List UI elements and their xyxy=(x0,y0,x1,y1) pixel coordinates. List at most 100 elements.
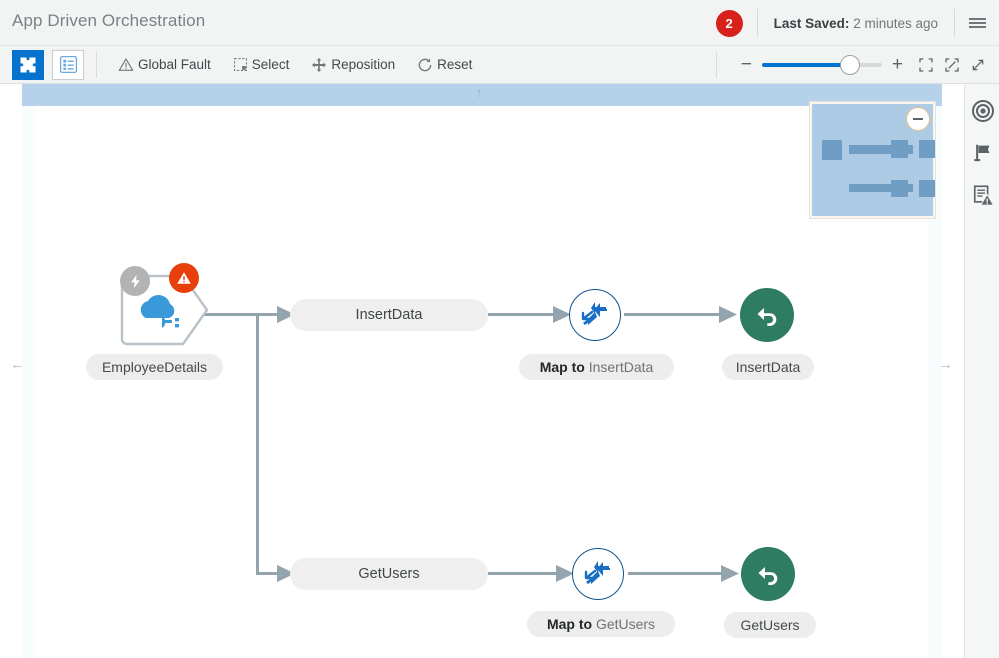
connector-line xyxy=(488,313,563,316)
divider xyxy=(715,51,717,78)
page-title: App Driven Orchestration xyxy=(12,11,206,30)
canvas-top-band xyxy=(22,84,942,106)
warning-triangle-badge-icon[interactable] xyxy=(169,263,199,293)
scroll-left-arrow-icon[interactable]: ← xyxy=(10,356,25,373)
map-converging-arrows-icon xyxy=(584,561,610,585)
zoom-slider-handle[interactable] xyxy=(839,54,860,75)
minimap-node xyxy=(919,140,935,158)
trigger-node[interactable] xyxy=(118,263,218,350)
zoom-slider[interactable] xyxy=(761,54,882,75)
target-icon xyxy=(971,100,994,122)
fit-screen-icon xyxy=(919,57,933,72)
minimap-node xyxy=(919,180,935,197)
hamburger-line xyxy=(968,22,986,24)
map-converging-arrows-icon xyxy=(581,302,607,326)
scroll-right-arrow-icon[interactable]: → xyxy=(938,356,953,373)
return-arrow-icon xyxy=(758,567,778,585)
hamburger-line xyxy=(968,17,986,20)
connector-line xyxy=(488,572,566,575)
select-label: Select xyxy=(251,57,290,72)
hamburger-menu-icon[interactable] xyxy=(955,0,999,46)
return-arrow-icon xyxy=(757,308,777,326)
connector-line xyxy=(196,313,286,316)
canvas-right-gutter xyxy=(942,84,964,658)
flag-icon xyxy=(973,144,989,162)
zoom-in-button[interactable]: + xyxy=(891,54,903,75)
document-warning-icon xyxy=(973,185,994,206)
map-label-target: GetUsers xyxy=(595,616,656,632)
header-right-group: 2 Last Saved: 2 minutes ago xyxy=(715,0,999,46)
puzzle-view-button[interactable] xyxy=(12,49,44,80)
fit-content-icon xyxy=(945,57,959,72)
reposition-button[interactable]: Reposition xyxy=(300,50,406,80)
minimap-node xyxy=(849,145,913,154)
puzzle-icon xyxy=(20,57,36,72)
flow-canvas[interactable]: ↑ ← → xyxy=(0,84,964,658)
zoom-out-button[interactable]: − xyxy=(740,54,752,75)
canvas-left-gutter xyxy=(0,84,22,658)
last-saved-value: 2 minutes ago xyxy=(853,15,938,31)
minimap-node xyxy=(891,180,908,197)
flag-button[interactable] xyxy=(965,132,999,174)
list-icon xyxy=(59,55,77,74)
reset-label: Reset xyxy=(437,57,473,72)
select-button[interactable]: Select xyxy=(222,50,301,80)
last-saved-status: Last Saved: 2 minutes ago xyxy=(758,16,954,31)
connector-line xyxy=(256,313,259,575)
connector-line xyxy=(624,313,729,316)
connector-line xyxy=(256,572,286,575)
canvas-right-edge xyxy=(928,106,942,658)
document-warning-button[interactable] xyxy=(965,174,999,216)
lightning-bolt-icon xyxy=(120,266,150,296)
invoke-node-insertdata[interactable] xyxy=(740,288,794,342)
reset-circular-arrow-icon xyxy=(418,58,432,71)
minimap-collapse-button[interactable] xyxy=(906,107,930,131)
action-pill-getusers[interactable]: GetUsers xyxy=(290,558,488,590)
right-rail xyxy=(964,84,999,658)
warning-triangle-icon xyxy=(118,57,134,71)
action-pill-insertdata[interactable]: InsertData xyxy=(290,299,488,331)
map-node-insertdata[interactable] xyxy=(569,289,621,341)
last-saved-label: Last Saved: xyxy=(773,15,850,31)
cloud-plug-icon xyxy=(140,295,179,328)
move-arrows-icon xyxy=(312,57,327,72)
minus-collapse-icon xyxy=(913,118,923,120)
hamburger-line xyxy=(968,26,986,29)
minimap-node xyxy=(849,184,913,192)
app-header: App Driven Orchestration 2 Last Saved: 2… xyxy=(0,0,999,46)
dashed-square-icon xyxy=(233,58,247,71)
reposition-label: Reposition xyxy=(331,57,396,72)
map-label-prefix: Map to xyxy=(546,616,593,632)
fit-screen-button[interactable] xyxy=(913,50,939,80)
divider xyxy=(756,9,758,37)
expand-diagonal-icon xyxy=(972,59,984,70)
map-label-target: InsertData xyxy=(588,359,654,375)
trigger-node-label: EmployeeDetails xyxy=(86,354,223,380)
error-count-badge[interactable]: 2 xyxy=(715,9,743,37)
map-node-label-getusers: Map to GetUsers xyxy=(527,611,675,637)
invoke-node-label-getusers: GetUsers xyxy=(724,612,816,638)
editor-toolbar: Global Fault Select Reposition Reset − + xyxy=(0,46,999,84)
global-fault-label: Global Fault xyxy=(138,57,211,72)
zoom-slider-fill xyxy=(761,62,850,67)
list-view-button[interactable] xyxy=(52,49,84,80)
minimap-node xyxy=(891,140,908,158)
target-button[interactable] xyxy=(965,90,999,132)
invoke-node-getusers[interactable] xyxy=(741,547,795,601)
fit-content-button[interactable] xyxy=(939,50,965,80)
divider xyxy=(96,51,97,78)
zoom-controls: − + xyxy=(715,46,999,84)
connector-line xyxy=(628,572,731,575)
global-fault-button[interactable]: Global Fault xyxy=(107,50,222,80)
map-label-prefix: Map to xyxy=(539,359,585,375)
reset-button[interactable]: Reset xyxy=(406,50,483,80)
minimap[interactable] xyxy=(810,102,935,218)
map-node-label-insertdata: Map to InsertData xyxy=(519,354,674,380)
divider xyxy=(954,9,955,37)
scroll-up-arrow-icon[interactable]: ↑ xyxy=(476,85,483,100)
canvas-left-edge xyxy=(22,106,36,658)
map-node-getusers[interactable] xyxy=(572,548,624,600)
expand-button[interactable] xyxy=(965,50,991,80)
invoke-node-label-insertdata: InsertData xyxy=(722,354,814,380)
minimap-node xyxy=(822,140,842,160)
